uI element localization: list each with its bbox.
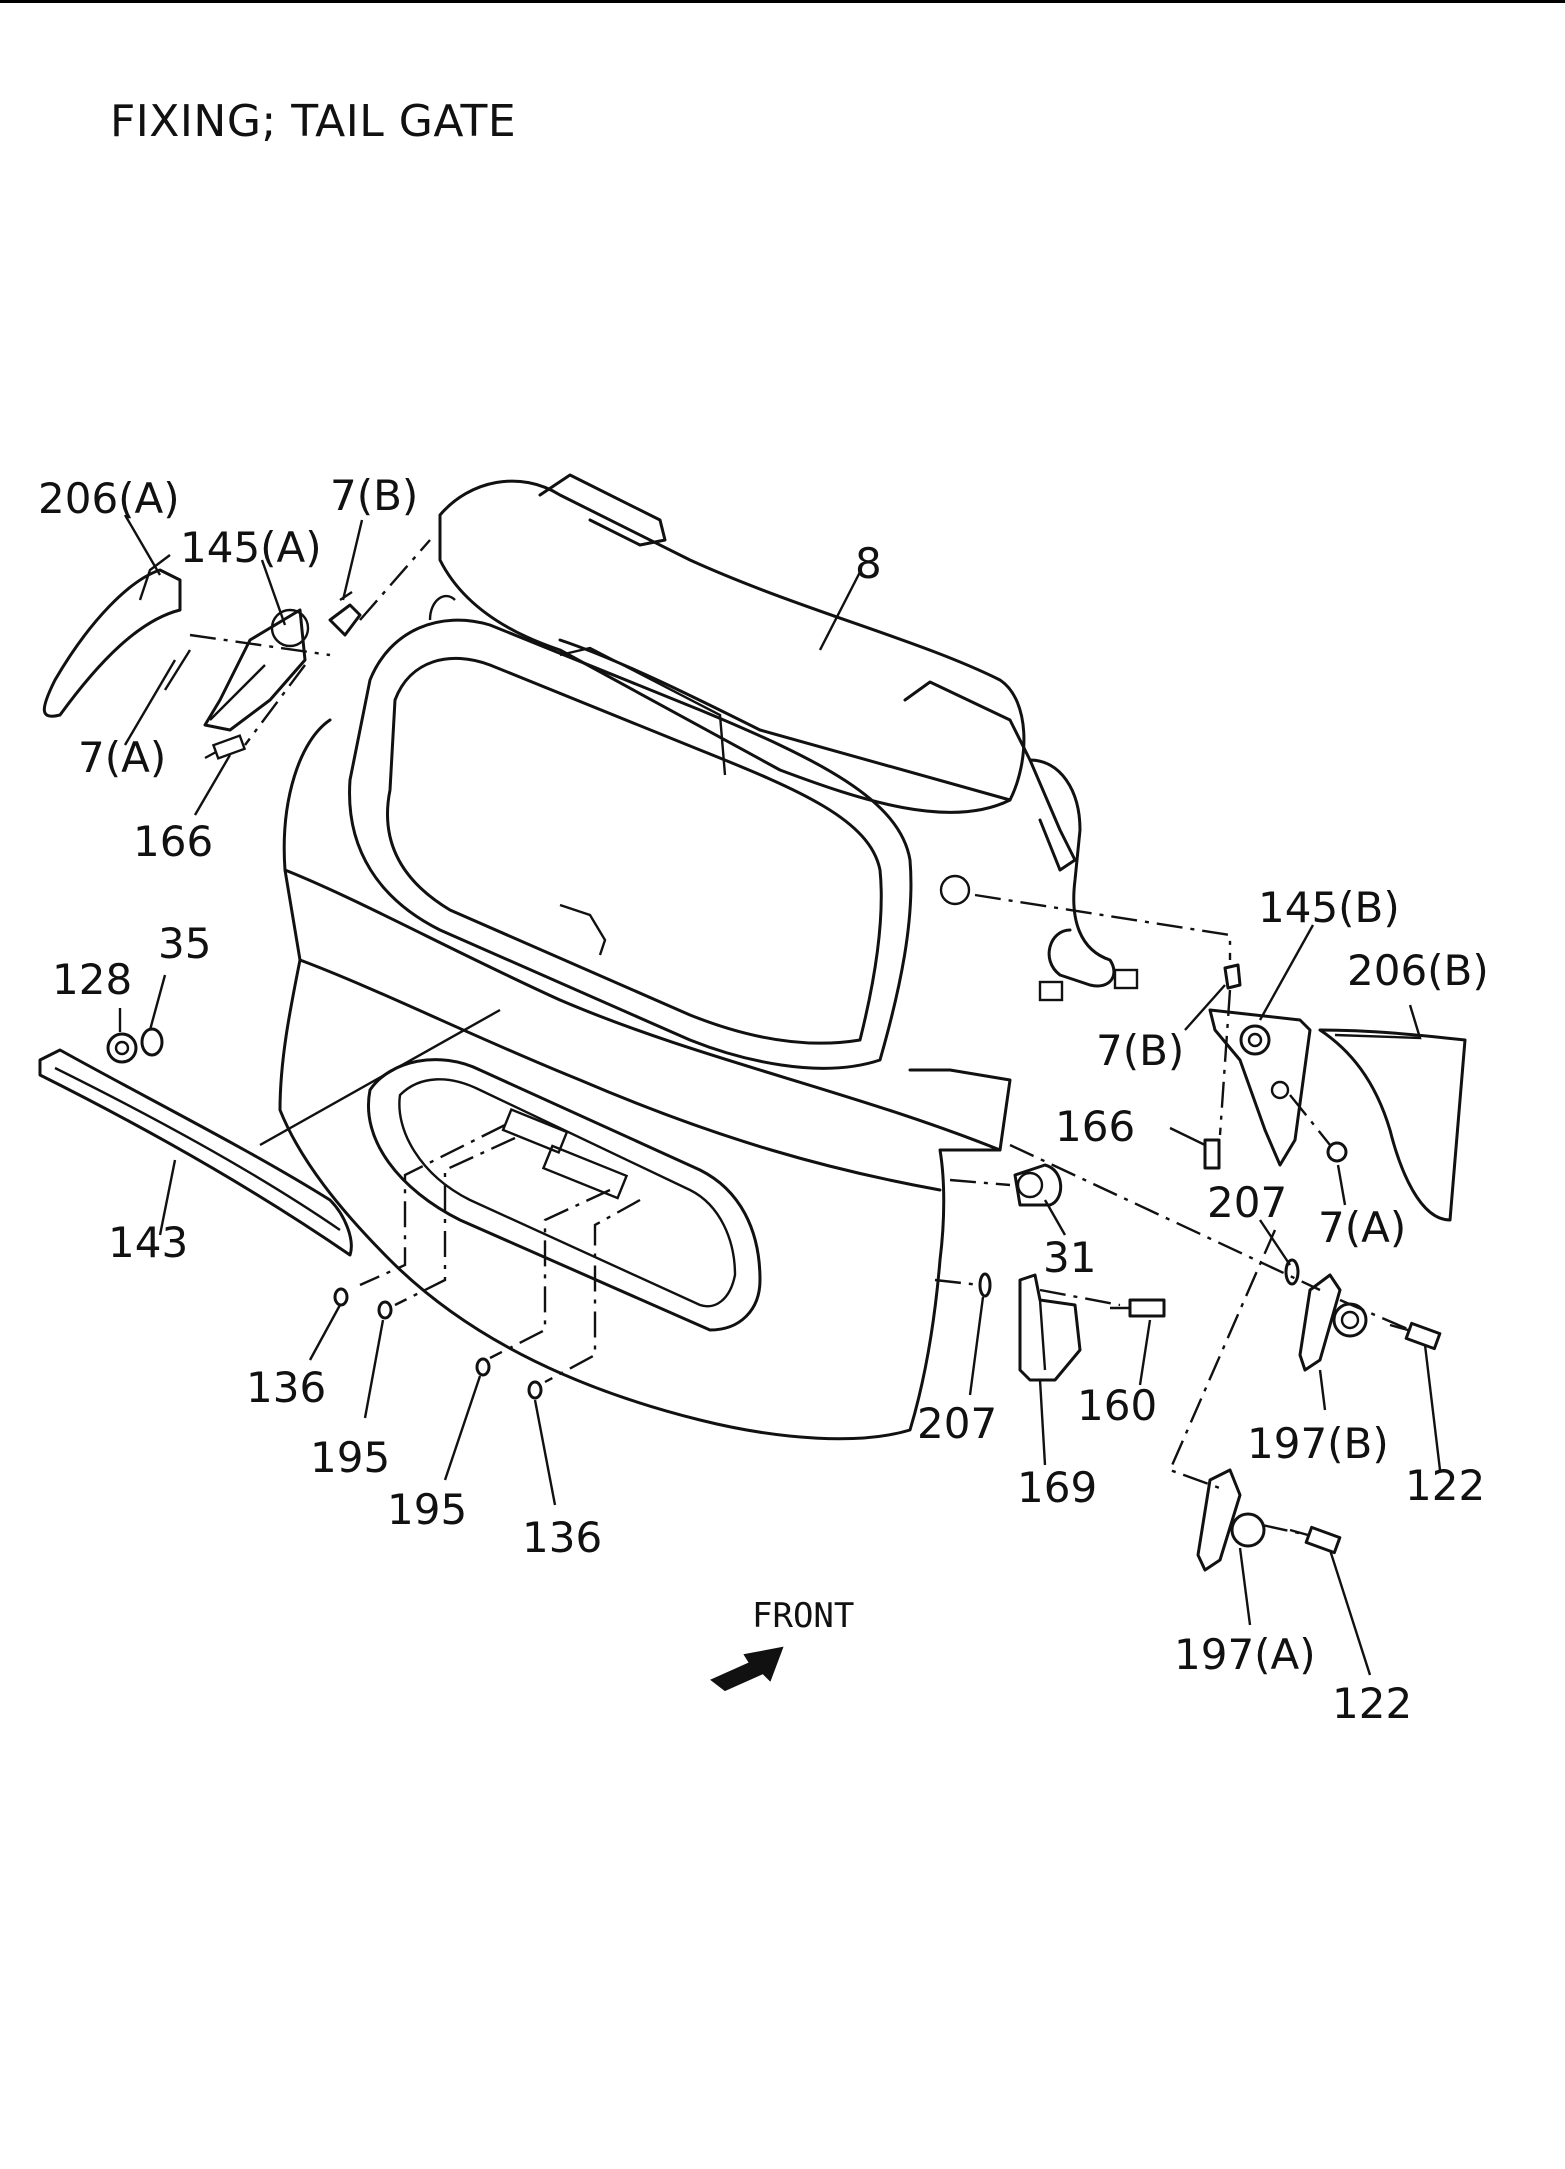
clip-7b-right [1223, 963, 1242, 990]
callout-143: 143 [108, 1218, 188, 1267]
callout-8: 8 [855, 539, 882, 588]
callout-166-right: 166 [1055, 1102, 1135, 1151]
callout-197b: 197(B) [1247, 1419, 1389, 1468]
connector [1038, 980, 1064, 1002]
front-label: FRONT [752, 1596, 854, 1636]
trim-206a [42, 568, 182, 718]
washer-35 [140, 1027, 164, 1057]
callout-206a: 206(A) [38, 474, 180, 523]
top-border-rule [0, 0, 1565, 3]
striker-169 [1018, 1273, 1082, 1382]
pad-207-mid [978, 1272, 992, 1298]
lock-197b [1298, 1273, 1368, 1372]
hinge-145b [1208, 1008, 1312, 1167]
callout-160: 160 [1077, 1381, 1157, 1430]
pad-207-right [1284, 1258, 1300, 1286]
callout-195-mid: 195 [387, 1485, 467, 1534]
callout-7a-left: 7(A) [78, 733, 166, 782]
callout-31: 31 [1043, 1233, 1096, 1282]
seal-195-left [377, 1300, 393, 1320]
bolt-166-right [1203, 1138, 1221, 1170]
nut-128 [106, 1032, 138, 1064]
bolt-160 [1110, 1298, 1166, 1318]
callout-207-mid: 207 [917, 1399, 997, 1448]
diagram-title: FIXING; TAIL GATE [110, 96, 517, 147]
callout-122-lower: 122 [1332, 1679, 1412, 1728]
callout-7a-right: 7(A) [1318, 1203, 1406, 1252]
tail-gate-panel [278, 473, 1077, 1441]
callout-7b-right: 7(B) [1096, 1026, 1184, 1075]
callout-128: 128 [52, 955, 132, 1004]
wire-harness [1028, 758, 1116, 988]
callout-145a: 145(A) [180, 523, 322, 572]
callout-7b-top: 7(B) [330, 471, 418, 520]
callout-136-left: 136 [246, 1363, 326, 1412]
callout-195-left: 195 [310, 1433, 390, 1482]
bumper-31 [1013, 1163, 1063, 1207]
washer-7a-right [1326, 1141, 1348, 1163]
grommet-136-mid [527, 1380, 543, 1400]
callout-206b: 206(B) [1347, 946, 1489, 995]
callout-207-right: 207 [1207, 1178, 1287, 1227]
lock-197a [1196, 1468, 1266, 1572]
callout-122-upper: 122 [1405, 1461, 1485, 1510]
trim-206b [1318, 1028, 1467, 1222]
connector [1113, 968, 1139, 990]
bolt-122-lower [1289, 1525, 1342, 1555]
bolt-122-upper [1389, 1321, 1442, 1351]
grommet-136-left [333, 1287, 349, 1307]
moulding-143 [38, 1048, 353, 1257]
hinge-145a [203, 608, 307, 732]
callout-35: 35 [158, 919, 211, 968]
front-arrow [710, 1646, 784, 1692]
callout-169: 169 [1017, 1463, 1097, 1512]
seal-195-mid [475, 1357, 491, 1377]
callout-145b: 145(B) [1258, 883, 1400, 932]
rod-7a [163, 649, 192, 691]
clip-7b [328, 603, 362, 637]
callout-197a: 197(A) [1174, 1630, 1316, 1679]
bolt-166-left [204, 734, 247, 760]
callout-166-left: 166 [133, 817, 213, 866]
callout-136-mid: 136 [522, 1513, 602, 1562]
